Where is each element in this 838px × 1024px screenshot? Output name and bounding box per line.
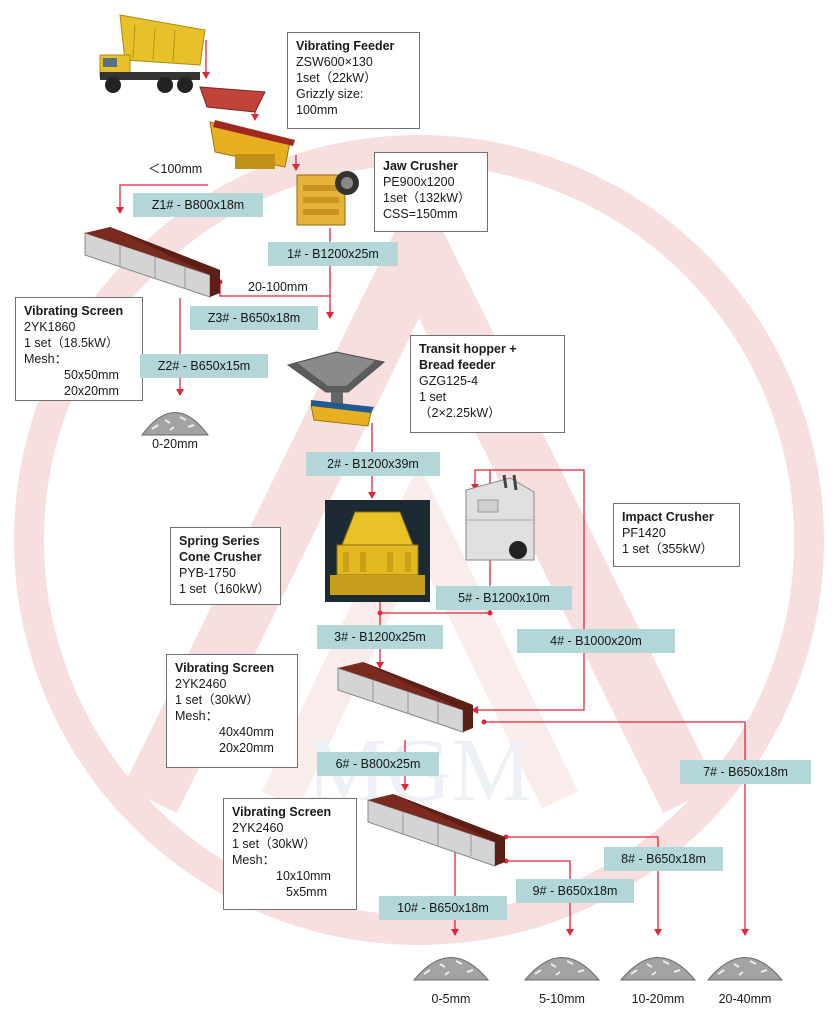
gravel-pile-10-20-icon [619,957,697,981]
belt-z2-label: Z2# - B650x15m [140,354,268,378]
box-title: Vibrating Screen [232,805,332,819]
box-line: （2×2.25kW） [419,406,501,420]
belt-3-label: 3# - B1200x25m [317,625,443,649]
mesh-size: 20x20mm [64,384,119,398]
product-0-20mm: 0-20mm [152,437,198,451]
box-line: Mesh： [24,352,68,366]
mesh-size: 5x5mm [286,885,327,899]
box-line: 1set（132kW） [383,191,471,205]
box-line: 1 set（30kW） [232,837,317,851]
belt-8-label: 8# - B650x18m [604,847,723,871]
box-line: 1 set [419,390,447,404]
vibrating-feeder-box: Vibrating Feeder ZSW600×130 1set（22kW） G… [287,32,420,129]
belt-4-label: 4# - B1000x20m [517,629,675,653]
box-line: 2YK2460 [232,821,284,835]
product-20-40mm: 20-40mm [718,992,772,1006]
box-line: ZSW600×130 [296,55,373,69]
box-title: Impact Crusher [622,510,714,524]
box-line: PF1420 [622,526,666,540]
box-title: Jaw Crusher [383,159,459,173]
product-5-10mm: 5-10mm [539,992,585,1006]
gravel-pile-5-10-icon [523,957,601,981]
cone-crusher-icon [325,500,430,602]
box-line: Mesh： [232,853,276,867]
box-title: Vibrating Feeder [296,39,395,53]
watermark-logo: MGM [14,135,824,945]
gravel-pile-0-5-icon [412,957,490,981]
product-0-5mm: 0-5mm [431,992,471,1006]
jaw-crusher-box: Jaw Crusher PE900x1200 1set（132kW） CSS=1… [374,152,488,232]
belt-1-label: 1# - B1200x25m [268,242,398,266]
box-line: PYB-1750 [179,566,236,580]
belt-6-label: 6# - B800x25m [317,752,439,776]
vibrating-screen-1-icon [84,227,220,298]
box-line: CSS=150mm [383,207,458,221]
box-title: Vibrating Screen [24,304,124,318]
size-range-label: 20-100mm [248,280,308,294]
box-line: 2YK1860 [24,320,76,334]
mesh-size: 20x20mm [219,741,274,755]
vibrating-screen-3-icon [367,794,505,867]
vibrating-feeder-icon [199,86,295,169]
transit-hopper-icon [286,351,386,427]
box-line: PE900x1200 [383,175,455,189]
cone-crusher-box: Spring Series Cone Crusher PYB-1750 1 se… [170,527,281,605]
impact-crusher-icon [465,474,535,561]
box-title-2: Cone Crusher [179,550,262,564]
transit-hopper-box: Transit hopper + Bread feeder GZG125-4 1… [410,335,565,433]
box-line: 1 set（160kW） [179,582,271,596]
gravel-pile-20-40-icon [706,957,784,981]
product-10-20mm: 10-20mm [631,992,685,1006]
dump-truck-icon [99,14,206,93]
box-line: GZG125-4 [419,374,479,388]
box-title: Vibrating Screen [175,661,275,675]
box-title-2: Bread feeder [419,358,496,372]
box-line: 1 set（18.5kW） [24,336,119,350]
mesh-size: 40x40mm [219,725,274,739]
belt-5-label: 5# - B1200x10m [436,586,572,610]
vibrating-screen-2-box: Vibrating Screen 2YK2460 1 set（30kW） Mes… [166,654,298,768]
belt-z1-label: Z1# - B800x18m [133,193,263,217]
box-line: Mesh： [175,709,219,723]
vibrating-screen-2-icon [337,662,473,733]
belt-7-label: 7# - B650x18m [680,760,811,784]
jaw-crusher-icon [296,171,359,226]
box-line: 1 set（30kW） [175,693,260,707]
box-title: Spring Series [179,534,260,548]
impact-crusher-box: Impact Crusher PF1420 1 set（355kW） [613,503,740,567]
belt-9-label: 9# - B650x18m [516,879,634,903]
box-line: 2YK2460 [175,677,227,691]
belt-10-label: 10# - B650x18m [379,896,507,920]
box-line: 1 set（355kW） [622,542,714,556]
box-line: Grizzly size: [296,87,364,101]
vibrating-screen-3-box: Vibrating Screen 2YK2460 1 set（30kW） Mes… [223,798,357,910]
vibrating-screen-1-box: Vibrating Screen 2YK1860 1 set（18.5kW） M… [15,297,143,401]
box-title: Transit hopper + [419,342,517,356]
mesh-size: 10x10mm [276,869,331,883]
mesh-size: 50x50mm [64,368,119,382]
feed-size-label: ＜100mm [148,162,203,176]
box-line: 100mm [296,103,338,117]
belt-z3-label: Z3# - B650x18m [190,306,318,330]
gravel-pile-0-20-icon [141,412,209,436]
belt-2-label: 2# - B1200x39m [306,452,440,476]
box-line: 1set（22kW） [296,71,377,85]
